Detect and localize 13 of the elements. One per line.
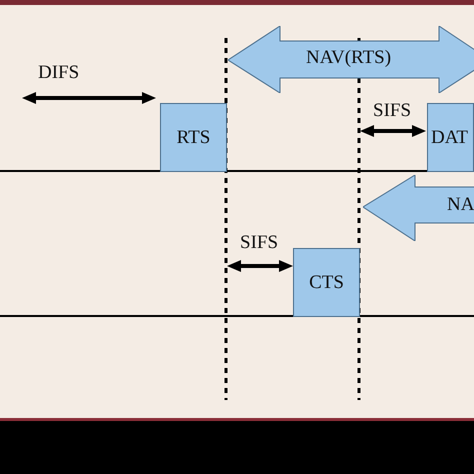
frame-label: RTS bbox=[176, 126, 210, 148]
interval-label: SIFS bbox=[373, 100, 412, 122]
interval-label: DIFS bbox=[38, 62, 80, 84]
frame-box bbox=[160, 103, 227, 172]
frame-label: CTS bbox=[309, 272, 344, 294]
arrow-label: NAV(RTS) bbox=[306, 47, 392, 69]
interval-label: SIFS bbox=[240, 232, 278, 254]
frame-box bbox=[427, 103, 474, 172]
arrow-shape bbox=[363, 175, 474, 241]
frame-box bbox=[293, 248, 360, 317]
frame-label: DAT bbox=[430, 126, 468, 148]
arrow-label: NA bbox=[447, 194, 474, 216]
double-arrow bbox=[228, 26, 474, 93]
